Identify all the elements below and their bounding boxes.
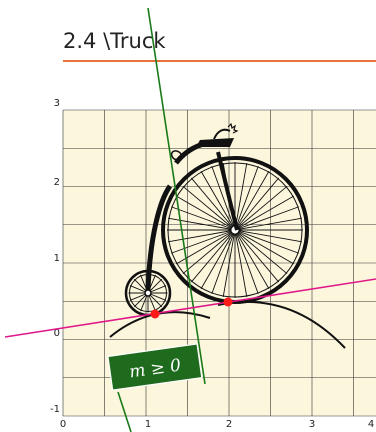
wheel-spoke	[167, 229, 236, 243]
wheel-rim	[161, 156, 309, 304]
contact-point-small-wheel	[150, 309, 160, 319]
wheel-spoke	[170, 229, 236, 254]
wheel-spoke	[182, 229, 236, 275]
wheel-spoke	[200, 229, 236, 290]
wheel-spoke	[200, 170, 236, 231]
wheel-spoke	[234, 229, 300, 254]
wheel-spoke	[234, 229, 288, 275]
wheel-spoke	[211, 165, 236, 231]
wheel-spoke	[190, 229, 236, 283]
wheel-spoke	[211, 229, 236, 295]
wheel-spoke	[234, 229, 280, 283]
wheel-spoke	[234, 229, 303, 243]
wheel-spoke	[234, 229, 248, 298]
steep-line	[147, 7, 206, 385]
wheel-spoke	[167, 217, 236, 231]
x-tick-2: 2	[226, 419, 232, 430]
contact-point-large-wheel	[223, 297, 233, 307]
y-tick-0: 0	[54, 328, 60, 339]
wheel-spoke	[234, 229, 259, 295]
wheel-spoke	[234, 217, 303, 231]
title-underline	[63, 60, 376, 62]
wheel-spoke	[234, 206, 300, 231]
wheel-spoke	[182, 185, 236, 231]
wheel-spoke	[170, 206, 236, 231]
backbone	[145, 184, 173, 291]
y-tick-1: 1	[54, 253, 60, 264]
wheel-hub	[144, 289, 152, 297]
y-tick-2: 2	[54, 177, 60, 188]
x-tick-4: 4	[368, 419, 374, 430]
penny-farthing-bicycle	[124, 122, 309, 317]
saddle	[196, 138, 234, 147]
wheel-spoke	[234, 185, 288, 231]
wheel-spoke	[234, 229, 270, 290]
frame-curl-ornament-icon	[170, 150, 182, 161]
y-tick-3: 3	[54, 98, 60, 109]
fork	[216, 151, 239, 231]
x-tick-1: 1	[145, 419, 151, 430]
wheel-spoke	[175, 195, 236, 231]
wheel-spoke	[222, 229, 236, 298]
slope-label-background	[107, 343, 203, 391]
wheel-spoke	[234, 229, 295, 265]
tangent-line	[4, 278, 376, 338]
steep-line-lower	[117, 391, 132, 432]
x-tick-0: 0	[60, 419, 66, 430]
wheel-spoke	[234, 162, 248, 231]
handlebar	[213, 128, 231, 140]
x-tick-3: 3	[309, 419, 315, 430]
slope-label-box: m ≥ 0	[107, 343, 203, 391]
wheel-spoke	[234, 165, 259, 231]
large-wheel	[161, 156, 309, 304]
wheel-spoke	[234, 195, 295, 231]
handlebar-ornament-icon	[227, 122, 239, 134]
wheel-spoke	[190, 177, 236, 231]
section-title: 2.4 \Truck	[63, 29, 166, 53]
wheel-spoke	[234, 170, 270, 231]
y-tick-neg1: -1	[50, 404, 60, 415]
axis-tick-labels: 0 1 2 3 4 3 2 1 0 -1	[50, 98, 374, 430]
wheel-spoke	[234, 177, 280, 231]
